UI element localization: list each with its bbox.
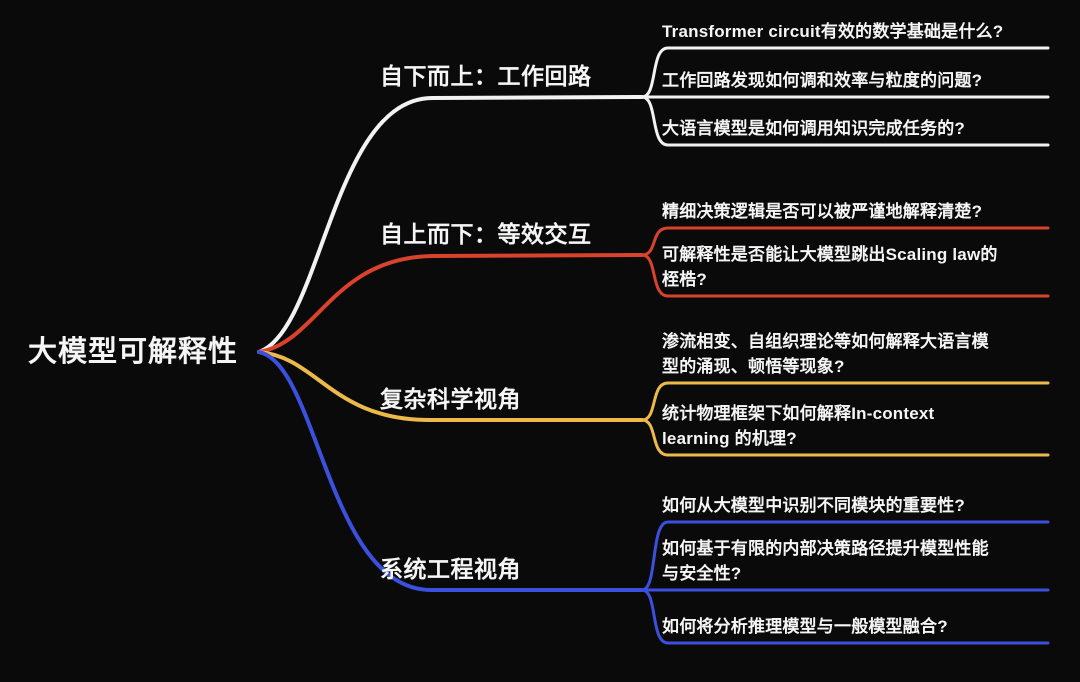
leaf-line (640, 95, 1050, 147)
leaf-line (640, 253, 1050, 298)
leaf-line (640, 418, 1050, 457)
branch-node-top-down[interactable]: 自上而下：等效交互 (380, 221, 592, 247)
leaf-line (640, 46, 1050, 99)
branch-node-complex-science[interactable]: 复杂科学视角 (380, 386, 521, 412)
branch-curve-systems-engineering (257, 350, 644, 593)
branch-node-bottom-up[interactable]: 自下而上：工作回路 (380, 63, 592, 89)
branch-curve-bottom-up (257, 95, 644, 354)
leaf-node[interactable]: 统计物理框架下如何解释In-context learning 的机理? (662, 404, 935, 448)
root-node[interactable]: 大模型可解释性 (28, 336, 239, 368)
branch-curve-complex-science (257, 350, 644, 423)
leaf-node[interactable]: 工作回路发现如何调和效率与粒度的问题? (662, 71, 983, 90)
leaf-node[interactable]: 大语言模型是如何调用知识完成任务的? (662, 119, 965, 138)
leaf-node[interactable]: 精细决策逻辑是否可以被严谨地解释清楚? (662, 202, 983, 221)
leaf-line (640, 520, 1050, 592)
leaf-node[interactable]: 渗流相变、自组织理论等如何解释大语言模型的涌现、顿悟等现象? (662, 332, 989, 376)
leaf-node[interactable]: 可解释性是否能让大模型跳出Scaling law的桎梏? (662, 245, 998, 289)
branch-curve-top-down (257, 253, 644, 354)
leaf-node[interactable]: 如何将分析推理模型与一般模型融合? (662, 617, 948, 636)
leaf-line (640, 588, 1050, 645)
branch-node-systems-engineering[interactable]: 系统工程视角 (380, 556, 521, 582)
leaf-node[interactable]: 如何从大模型中识别不同模块的重要性? (662, 496, 965, 515)
leaf-line (640, 381, 1050, 422)
leaf-node[interactable]: 如何基于有限的内部决策路径提升模型性能与安全性? (662, 539, 989, 583)
leaf-node[interactable]: Transformer circuit有效的数学基础是什么? (662, 22, 1004, 41)
leaf-line (640, 226, 1050, 257)
